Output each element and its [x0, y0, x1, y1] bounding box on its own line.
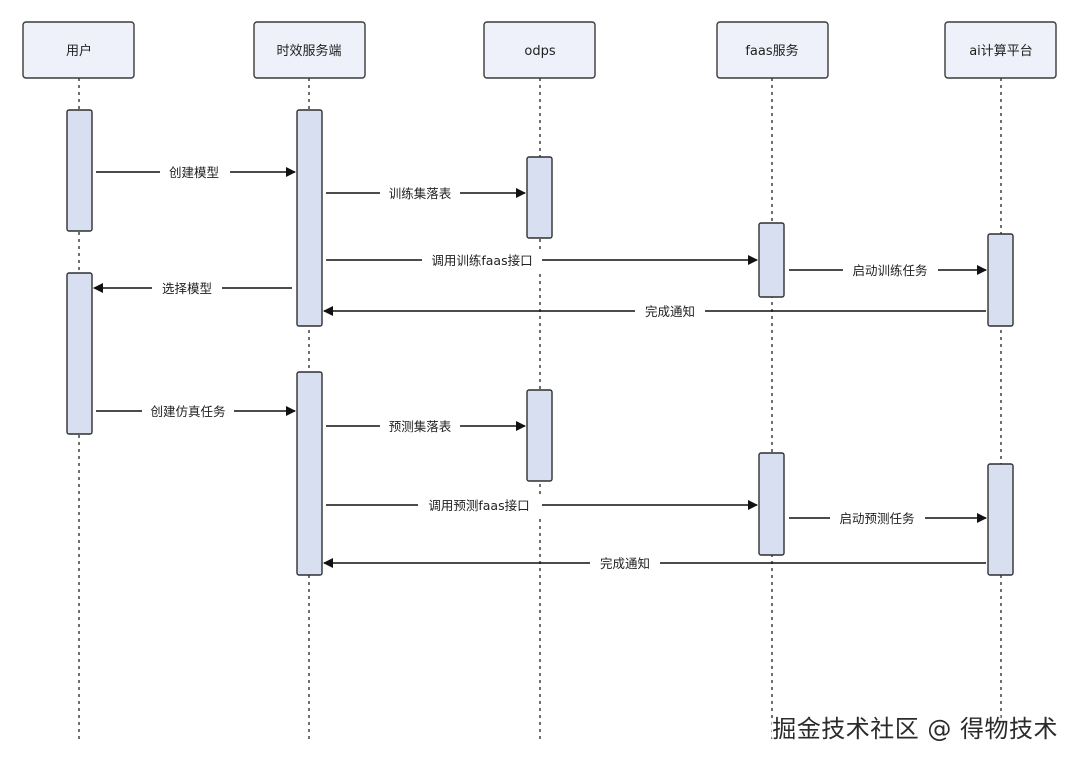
participant-odps: odps	[483, 21, 596, 79]
participant-label-user: 用户	[66, 43, 92, 59]
message-label-bg	[160, 162, 230, 182]
message-predict-complete-notify: 完成通知	[323, 553, 986, 573]
activation-faas-1	[758, 222, 785, 298]
activation-ai-1	[987, 233, 1014, 327]
participants: 用户 时效服务端 odps faas服务 ai计算平台	[22, 21, 1057, 79]
message-label: 训练集落表	[389, 186, 452, 201]
message-start-train-task: 启动训练任务	[789, 260, 987, 280]
messages: 创建模型 训练集落表 调用训练faas接口 启动训练任务 选择模型 完成通知	[93, 162, 987, 573]
activation-server-1	[296, 109, 323, 327]
participant-user: 用户	[22, 21, 135, 79]
message-label-bg	[418, 495, 542, 515]
activations	[66, 109, 1014, 576]
message-label-bg	[590, 553, 660, 573]
message-train-set-table: 训练集落表	[326, 183, 526, 203]
message-label-bg	[142, 401, 234, 421]
message-create-model: 创建模型	[96, 162, 296, 182]
message-label: 调用训练faas接口	[431, 253, 532, 268]
participant-label-ai: ai计算平台	[969, 44, 1033, 59]
message-label-bg	[843, 260, 938, 280]
watermark-text: 掘金技术社区 @ 得物技术	[772, 715, 1058, 743]
message-label: 启动训练任务	[852, 263, 927, 278]
participant-label-server: 时效服务端	[276, 43, 341, 59]
activation-user-2	[66, 272, 93, 435]
participant-box-ai	[944, 21, 1057, 79]
participant-faas: faas服务	[716, 21, 829, 79]
activation-server-2	[296, 371, 323, 576]
message-start-predict-task: 启动预测任务	[789, 508, 987, 528]
message-label: 预测集落表	[389, 419, 452, 434]
message-label-bg	[380, 416, 460, 436]
message-select-model: 选择模型	[93, 278, 292, 298]
message-label: 完成通知	[600, 556, 650, 571]
participant-box-faas	[716, 21, 829, 79]
message-label: 启动预测任务	[839, 511, 914, 526]
message-label: 创建模型	[169, 165, 219, 180]
message-label: 创建仿真任务	[150, 404, 225, 419]
participant-box-odps	[483, 21, 596, 79]
activation-user-1	[66, 109, 93, 232]
message-label: 选择模型	[162, 281, 212, 296]
participant-label-odps: odps	[524, 44, 555, 59]
activation-ai-2	[987, 463, 1014, 576]
message-label: 完成通知	[645, 304, 695, 319]
message-label-bg	[635, 301, 705, 321]
activation-odps-2	[526, 389, 553, 482]
message-predict-set-table: 预测集落表	[326, 416, 526, 436]
participant-box-user	[22, 21, 135, 79]
message-call-train-faas: 调用训练faas接口	[326, 250, 758, 270]
message-label-bg	[380, 183, 460, 203]
participant-ai: ai计算平台	[944, 21, 1057, 79]
participant-box-server	[253, 21, 366, 79]
message-label-bg	[422, 250, 542, 270]
activation-faas-2	[758, 452, 785, 556]
participant-server: 时效服务端	[253, 21, 366, 79]
message-train-complete-notify: 完成通知	[323, 301, 986, 321]
message-label-bg	[152, 278, 222, 298]
message-create-simulation-task: 创建仿真任务	[96, 401, 296, 421]
message-label-bg	[830, 508, 925, 528]
message-label: 调用预测faas接口	[428, 498, 529, 513]
message-call-predict-faas: 调用预测faas接口	[326, 495, 758, 515]
activation-odps-1	[526, 156, 553, 239]
participant-label-faas: faas服务	[745, 43, 798, 59]
